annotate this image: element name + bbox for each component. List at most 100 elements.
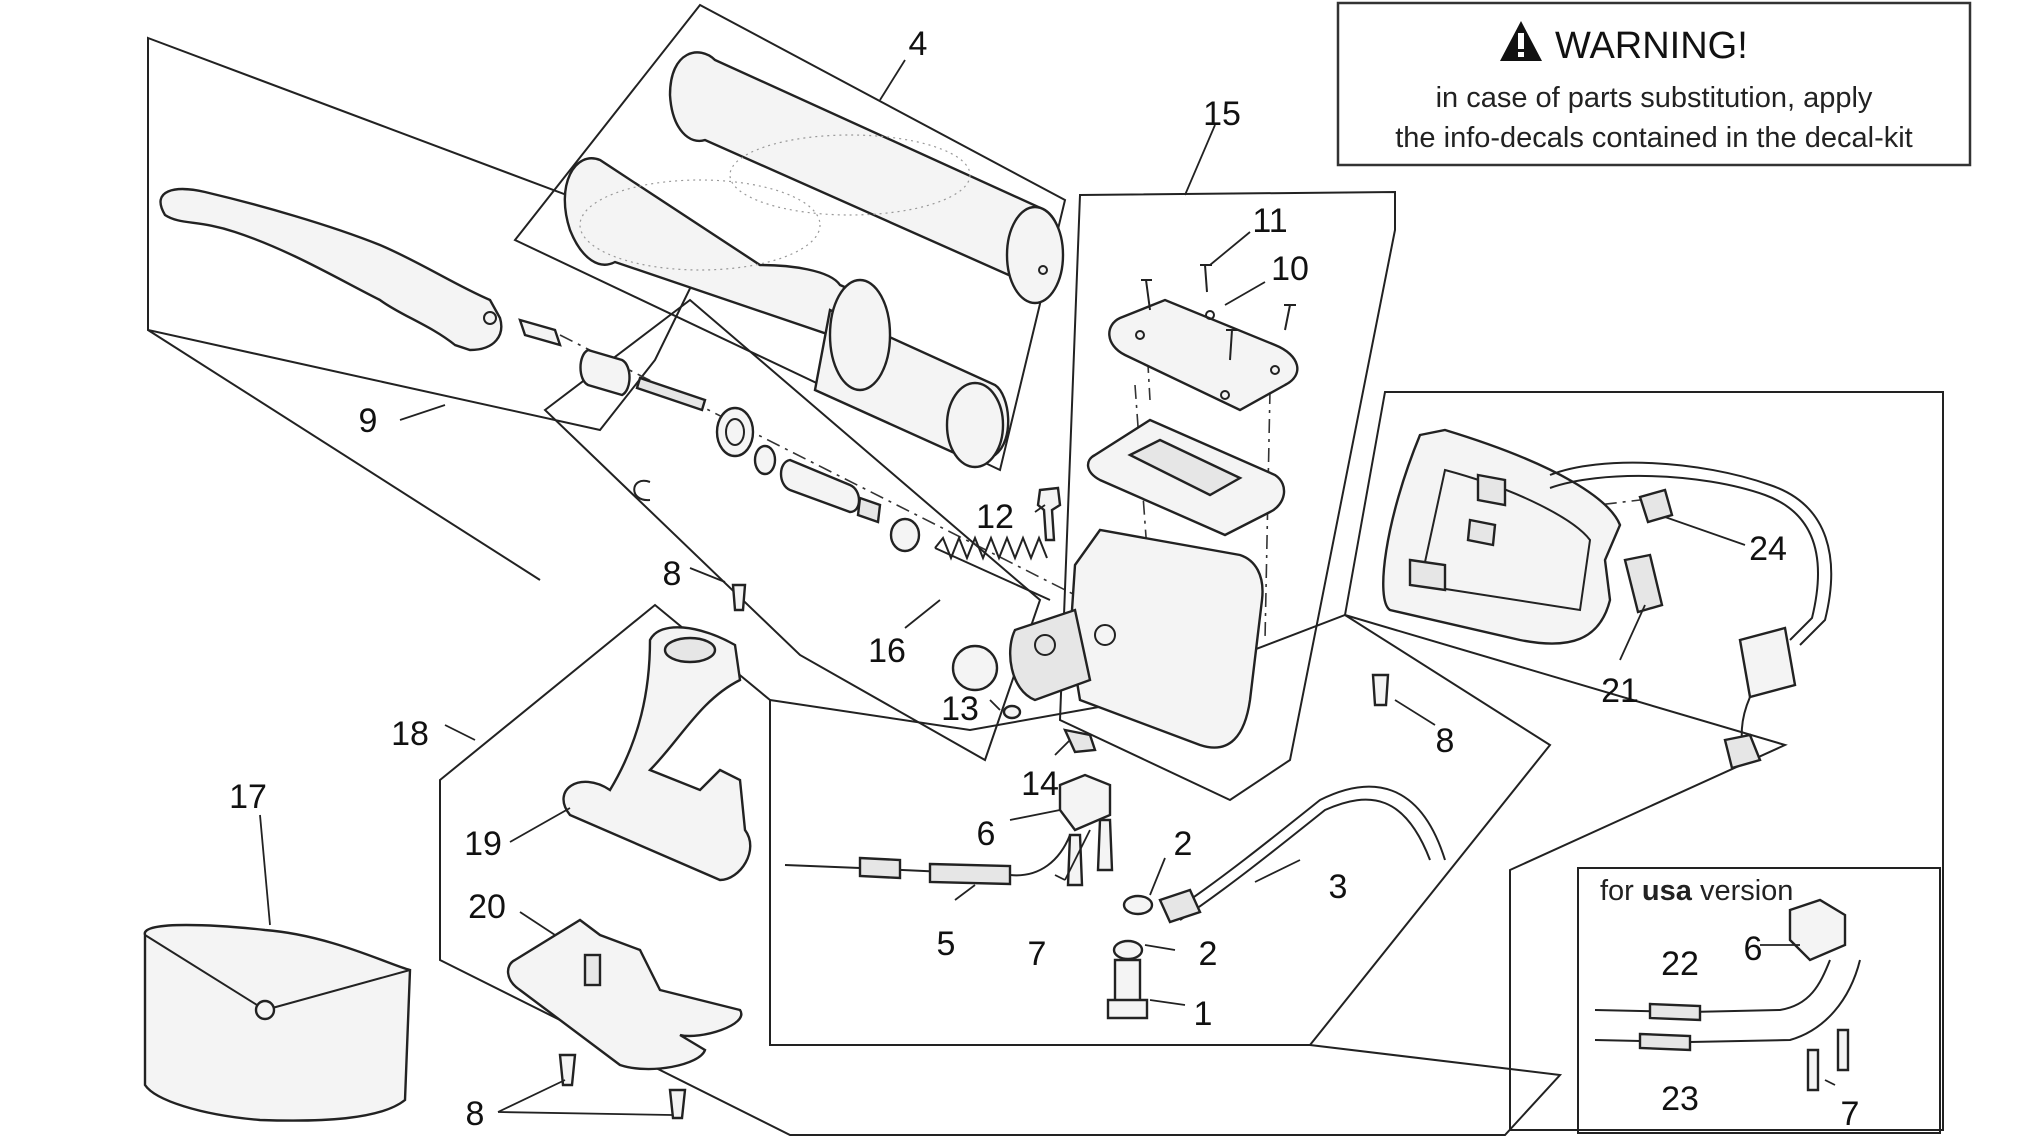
usa-adjuster-22 — [1648, 1002, 1702, 1022]
callout-11: 11 — [1252, 202, 1287, 240]
callout-8-right: 8 — [1436, 722, 1455, 760]
cover-hole-2 — [1205, 310, 1215, 320]
callout-13: 13 — [941, 690, 979, 728]
piston-cup — [856, 496, 882, 524]
callout-4: 4 — [909, 25, 928, 63]
usa-label-bold: usa — [1642, 875, 1693, 907]
axis-line-3 — [1264, 389, 1271, 641]
grips-group-frame — [513, 3, 1067, 472]
brake-lever — [159, 187, 503, 352]
tool-bag-button — [254, 999, 276, 1021]
tool-bag-17 — [143, 923, 412, 1122]
callout-18: 18 — [391, 715, 429, 753]
upper-fairing-19 — [562, 626, 752, 882]
fairing-screw-8b — [558, 1053, 577, 1087]
lever-pin — [518, 318, 562, 347]
cover-screw-2 — [1200, 264, 1212, 293]
grip-left-end — [1005, 205, 1065, 305]
callout-2-upper: 2 — [1174, 825, 1193, 863]
usa-screw-7a — [1806, 1048, 1820, 1092]
callout-6-usa: 6 — [1744, 930, 1763, 968]
callout-3: 3 — [1329, 868, 1348, 906]
lever-group-inner-frame — [147, 329, 541, 581]
mount-hole — [1034, 634, 1056, 656]
usa-switch-6 — [1788, 898, 1847, 962]
fairing-boss — [663, 636, 717, 664]
grip-left-texture — [729, 134, 971, 216]
usa-adjuster-23 — [1638, 1032, 1692, 1052]
piston-kit-frame — [543, 298, 1042, 762]
cover-hole-3 — [1270, 365, 1280, 375]
switch-element-21 — [1623, 553, 1664, 614]
callout-12: 12 — [976, 498, 1014, 536]
switch-housing — [1382, 428, 1622, 645]
copper-washer-lower — [1112, 939, 1144, 961]
usa-cable-23 — [1594, 959, 1861, 1044]
warning-triangle-icon — [1500, 21, 1542, 61]
lever-bushing — [579, 348, 631, 397]
cover-screw-3 — [1284, 304, 1296, 331]
switch-wire-harness-2 — [1549, 474, 1819, 641]
grip-left-hole — [1038, 265, 1048, 275]
usa-cable-22 — [1594, 959, 1831, 1014]
callout-14: 14 — [1021, 765, 1059, 803]
callout-7-usa: 7 — [1841, 1095, 1860, 1133]
callout-21: 21 — [1601, 672, 1639, 710]
warning-line-2: the info-decals contained in the decal-k… — [1395, 122, 1912, 154]
switch-group-frame — [1343, 391, 1944, 1131]
cover-screw-1 — [1141, 279, 1152, 311]
circlip — [715, 406, 755, 458]
callout-6: 6 — [977, 815, 996, 853]
brake-hose — [1174, 785, 1446, 911]
master-cylinder-body — [1068, 528, 1264, 749]
lower-fairing-20 — [506, 918, 743, 1071]
switch-element-24 — [1638, 488, 1674, 524]
cover-screw-4 — [1226, 329, 1238, 361]
callout-19: 19 — [464, 825, 502, 863]
banjo-bolt-1 — [1106, 958, 1149, 1020]
body-port — [1094, 624, 1116, 646]
callout-15: 15 — [1203, 95, 1241, 133]
copper-washer-upper — [1122, 894, 1154, 916]
small-washer — [1002, 704, 1022, 720]
fairing-screw-8a — [731, 583, 747, 612]
callout-5: 5 — [937, 925, 956, 963]
switch-plunger-14 — [1062, 728, 1097, 754]
callout-23: 23 — [1661, 1080, 1699, 1118]
circlip-hole — [725, 418, 745, 446]
cover-hole-1 — [1135, 330, 1145, 340]
usa-label-prefix: for — [1600, 875, 1642, 907]
banjo-fitting — [1158, 888, 1202, 924]
callout-20: 20 — [468, 888, 506, 926]
switch-button-c — [1466, 518, 1497, 547]
master-cylinder-mount — [1008, 608, 1092, 702]
usa-label-suffix: version — [1692, 875, 1794, 907]
callout-16: 16 — [868, 632, 906, 670]
warning-box: WARNING! in case of parts substitution, … — [1336, 1, 1972, 167]
warning-title: WARNING! — [1555, 25, 1748, 67]
piston-washer — [889, 517, 921, 553]
lever-pivot — [483, 311, 497, 325]
reservoir-cover — [1108, 298, 1299, 412]
switch-cable-end — [1723, 733, 1762, 770]
callout-8-bottom: 8 — [466, 1095, 485, 1133]
grip-right-flange — [828, 278, 892, 392]
clutch-cable — [784, 834, 1071, 877]
callout-17: 17 — [229, 778, 267, 816]
return-spring — [934, 535, 1048, 561]
master-cylinder-frame — [1058, 190, 1396, 802]
leader-lines — [259, 59, 1836, 1116]
axis-line-1 — [559, 334, 1086, 601]
brake-hose-2 — [1179, 798, 1431, 921]
callout-7: 7 — [1028, 935, 1047, 973]
callout-22: 22 — [1661, 945, 1699, 983]
callout-10: 10 — [1271, 250, 1309, 288]
piston — [779, 458, 861, 514]
grip-right-texture — [579, 179, 821, 271]
switch-button-a — [1476, 473, 1507, 507]
switch-button-b — [1408, 558, 1447, 592]
dust-cap — [951, 644, 999, 692]
push-rod — [635, 376, 707, 412]
grip-right-end — [945, 381, 1005, 469]
